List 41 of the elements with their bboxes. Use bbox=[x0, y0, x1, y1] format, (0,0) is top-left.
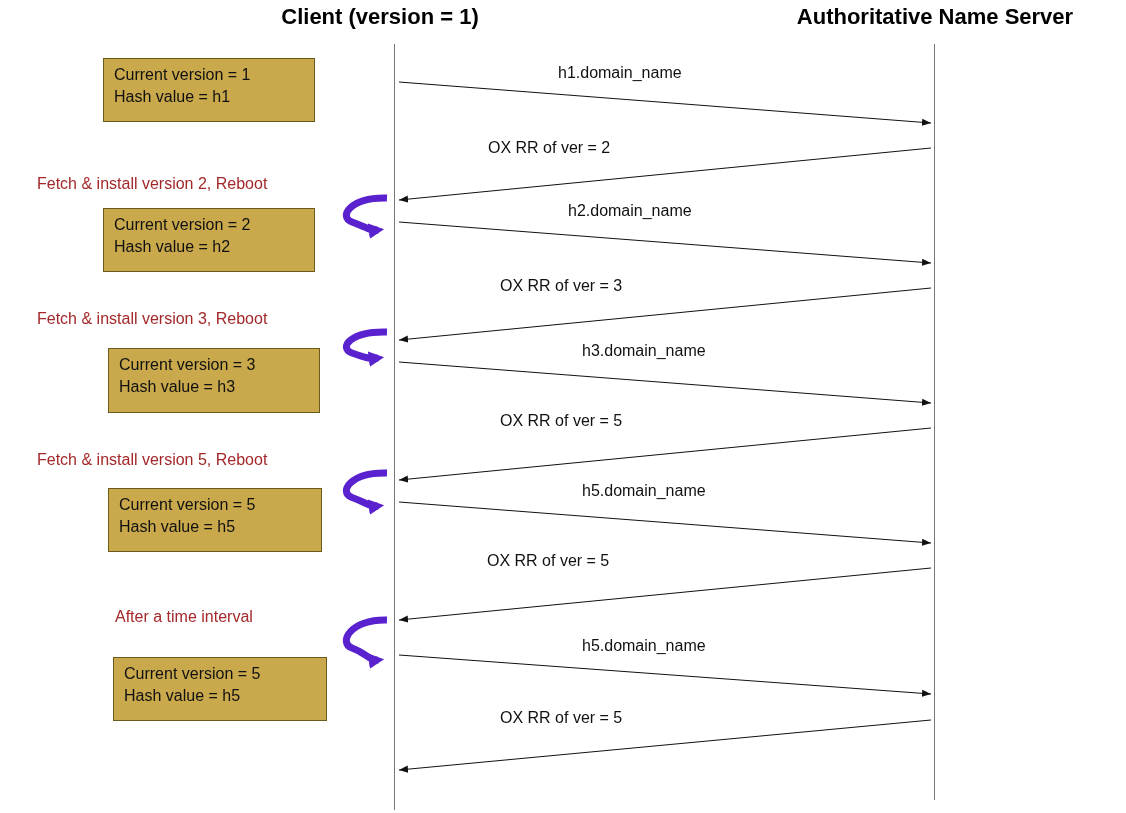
message-label: h5.domain_name bbox=[582, 637, 706, 655]
state-text: Current version = 5 bbox=[124, 664, 262, 684]
message-arrow bbox=[398, 719, 932, 773]
state-text: Current version = 5 bbox=[119, 495, 257, 515]
state-text: Current version = 3 bbox=[119, 355, 257, 375]
state-box bbox=[108, 348, 320, 413]
state-text: Current version = 2 bbox=[114, 215, 252, 235]
annotation-text: After a time interval bbox=[115, 608, 253, 626]
state-text: Hash value = h5 bbox=[124, 686, 242, 706]
message-arrow bbox=[398, 501, 932, 546]
annotation-text: Fetch & install version 3, Reboot bbox=[37, 310, 268, 328]
state-text: Current version = 1 bbox=[114, 65, 252, 85]
message-arrow bbox=[398, 221, 932, 266]
message-label: h3.domain_name bbox=[582, 342, 706, 360]
lifeline-title: Client (version = 1) bbox=[280, 4, 480, 30]
message-label: h2.domain_name bbox=[568, 202, 692, 220]
message-label: OX RR of ver = 5 bbox=[500, 709, 623, 727]
annotation-text: Fetch & install version 5, Reboot bbox=[37, 451, 268, 469]
message-label: OX RR of ver = 5 bbox=[487, 552, 610, 570]
message-arrow bbox=[398, 287, 932, 343]
state-box bbox=[108, 488, 322, 552]
state-box bbox=[103, 58, 315, 122]
message-label: OX RR of ver = 5 bbox=[500, 412, 623, 430]
state-text: Hash value = h2 bbox=[114, 237, 232, 257]
message-arrow bbox=[398, 654, 932, 697]
message-arrow bbox=[398, 147, 932, 203]
message-arrow bbox=[398, 81, 932, 126]
state-text: Hash value = h1 bbox=[114, 87, 232, 107]
message-label: OX RR of ver = 3 bbox=[500, 277, 623, 295]
state-text: Hash value = h3 bbox=[119, 377, 237, 397]
state-box bbox=[103, 208, 315, 272]
message-label: h1.domain_name bbox=[558, 64, 682, 82]
message-arrow bbox=[398, 567, 932, 623]
message-arrow bbox=[398, 427, 932, 483]
annotation-text: Fetch & install version 2, Reboot bbox=[37, 175, 268, 193]
lifeline-title: Authoritative Name Server bbox=[795, 4, 1075, 30]
state-box bbox=[113, 657, 327, 721]
message-label: OX RR of ver = 2 bbox=[488, 139, 611, 157]
message-label: h5.domain_name bbox=[582, 482, 706, 500]
state-text: Hash value = h5 bbox=[119, 517, 237, 537]
message-arrow bbox=[398, 361, 932, 406]
